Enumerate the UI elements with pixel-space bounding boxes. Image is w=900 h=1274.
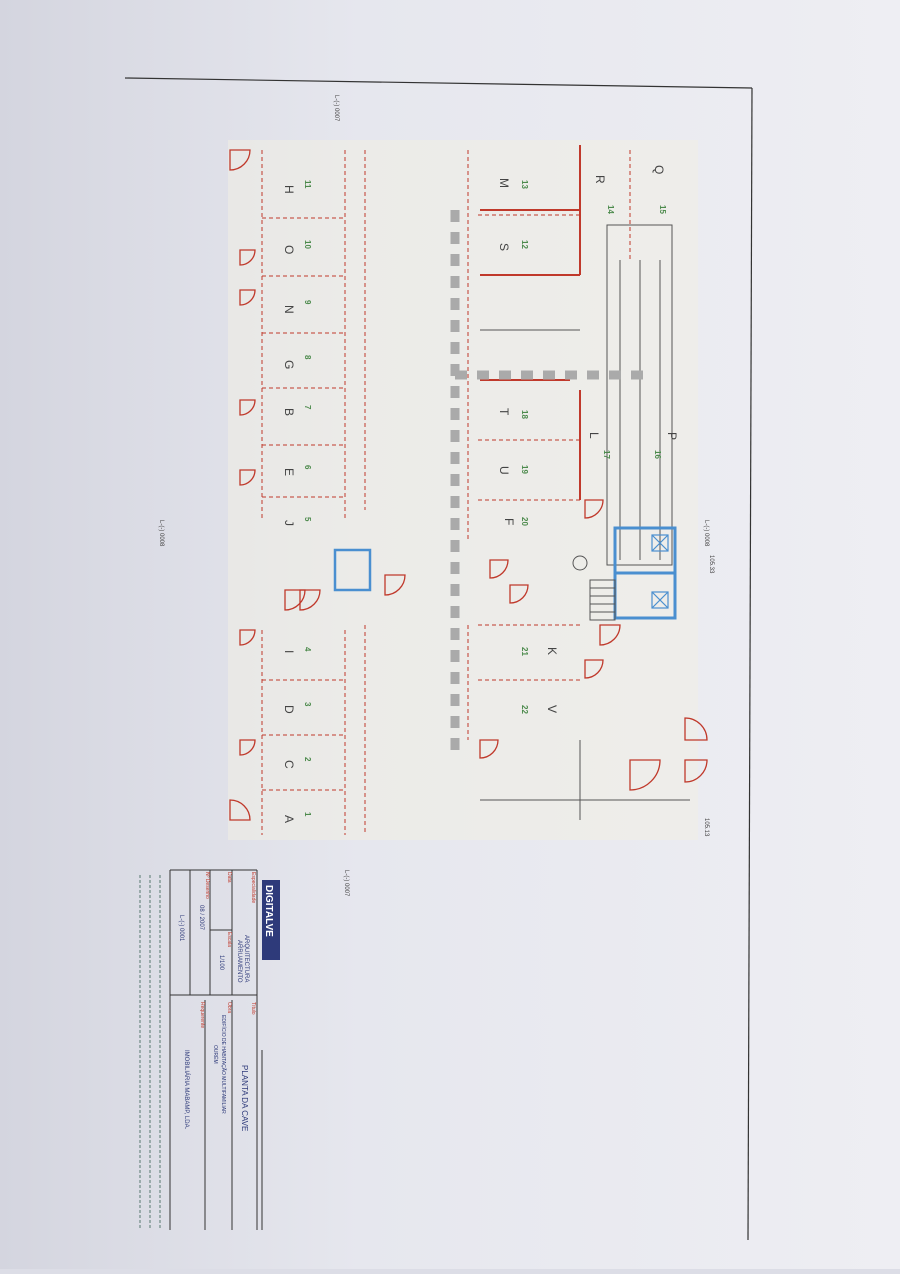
lift-icons bbox=[333, 534, 669, 609]
room-letter: A bbox=[282, 815, 296, 823]
company-name: DIGITALVE bbox=[263, 885, 274, 937]
room-letter: P bbox=[665, 432, 679, 440]
room-number: 17 bbox=[602, 450, 611, 459]
date-value: 08 / 2007 bbox=[198, 905, 204, 931]
room-number: 12 bbox=[520, 240, 529, 249]
room-letter: I bbox=[282, 650, 296, 653]
row2-solid-walls bbox=[480, 145, 581, 500]
speciality-label: Especialidade bbox=[250, 872, 256, 903]
row3-labels: R Q L P bbox=[587, 165, 679, 440]
speciality-sub: ARRUAMENTO bbox=[236, 940, 242, 983]
date-label: Data bbox=[226, 872, 232, 883]
room-number: 7 bbox=[303, 405, 312, 410]
room-number: 5 bbox=[303, 517, 312, 522]
room-number: 13 bbox=[520, 180, 529, 189]
room-number: 21 bbox=[520, 647, 529, 656]
staircase bbox=[572, 555, 616, 621]
room-number: 1 bbox=[303, 812, 312, 817]
drawing-number: L-(-) 0001 bbox=[178, 915, 184, 942]
section-mark: L-(-) 0008 bbox=[703, 520, 709, 547]
room-letter: G bbox=[282, 360, 296, 369]
row1-walls bbox=[261, 150, 366, 835]
room-number: 19 bbox=[520, 465, 529, 474]
room-number: 11 bbox=[303, 180, 312, 189]
room-number: 4 bbox=[303, 647, 312, 652]
row1-labels: H O N G B E J I D C A bbox=[282, 185, 296, 823]
ramp-lines bbox=[480, 224, 690, 820]
work-label: Obra bbox=[226, 1002, 232, 1013]
room-letter: R bbox=[593, 175, 607, 184]
room-letter: C bbox=[282, 760, 296, 769]
room-letter: M bbox=[497, 178, 511, 188]
room-number: 18 bbox=[520, 410, 529, 419]
room-letter: J bbox=[282, 520, 296, 526]
room-letter: L bbox=[587, 432, 601, 439]
room-number: 20 bbox=[520, 517, 529, 526]
room-number: 14 bbox=[606, 205, 615, 214]
room-letter: B bbox=[282, 408, 296, 416]
client-label: Requerente bbox=[199, 1002, 205, 1028]
speciality: ARQUITECTURA bbox=[243, 935, 249, 982]
room-letter: E bbox=[282, 468, 296, 476]
marks: 105.33 105.13 L-(-) 0007 L-(-) 0007 L-(-… bbox=[158, 95, 714, 897]
project-label: Nº Desenho bbox=[204, 872, 210, 899]
title-label: Título bbox=[250, 1002, 256, 1015]
lift-core bbox=[613, 526, 677, 620]
title-block: DIGITALVE Especialidade Data Escala Nº D… bbox=[139, 869, 280, 1230]
room-letter: Q bbox=[652, 165, 666, 174]
level-mark: 105.33 bbox=[708, 555, 714, 574]
footer-fine-print bbox=[139, 875, 161, 1230]
client-name: IMOBILIÁRIA MABAMP, LDA. bbox=[183, 1050, 190, 1130]
room-number: 9 bbox=[303, 300, 312, 305]
section-mark: L-(-) 0007 bbox=[343, 870, 349, 897]
room-letter: O bbox=[282, 245, 296, 254]
row2-labels: M S T U F K V bbox=[497, 178, 559, 713]
grid-axes bbox=[450, 210, 645, 750]
scale-label: Escala bbox=[226, 932, 232, 947]
section-mark: L-(-) 0008 bbox=[158, 520, 164, 547]
room-number: 10 bbox=[303, 240, 312, 249]
room-number: 6 bbox=[303, 465, 312, 470]
frame-right bbox=[747, 87, 753, 1241]
scale-value: 1/100 bbox=[218, 955, 224, 971]
room-letter: N bbox=[282, 305, 296, 314]
room-letter: K bbox=[545, 647, 559, 655]
drawing-title: PLANTA DA CAVE bbox=[240, 1065, 249, 1131]
room-letter: H bbox=[282, 185, 296, 194]
section-mark: L-(-) 0007 bbox=[333, 95, 339, 122]
room-number: 3 bbox=[303, 702, 312, 707]
work-location: OURÉM bbox=[212, 1045, 219, 1064]
room-number: 16 bbox=[653, 450, 662, 459]
room-number: 2 bbox=[303, 757, 312, 762]
doors bbox=[229, 149, 708, 821]
row2-walls bbox=[467, 150, 631, 740]
room-number: 22 bbox=[520, 705, 529, 714]
room-letter: T bbox=[497, 408, 511, 416]
room-letter: U bbox=[497, 466, 511, 475]
room-letter: S bbox=[497, 243, 511, 251]
level-mark: 105.13 bbox=[703, 818, 709, 837]
work-name: EDIFÍCIO DE HABITAÇÃO MULTIFAMILIAR bbox=[220, 1015, 227, 1114]
room-number: 8 bbox=[303, 355, 312, 360]
row3-numbers: 14 15 17 16 bbox=[602, 205, 667, 459]
frame-top bbox=[124, 77, 753, 89]
row1-numbers: 11 10 9 8 7 6 5 4 3 2 1 bbox=[303, 180, 312, 817]
row2-numbers: 13 12 18 19 20 21 22 bbox=[520, 180, 529, 714]
room-letter: F bbox=[502, 518, 516, 525]
room-letter: D bbox=[282, 705, 296, 714]
room-number: 15 bbox=[658, 205, 667, 214]
room-letter: V bbox=[545, 705, 559, 713]
company-logo bbox=[262, 880, 280, 960]
